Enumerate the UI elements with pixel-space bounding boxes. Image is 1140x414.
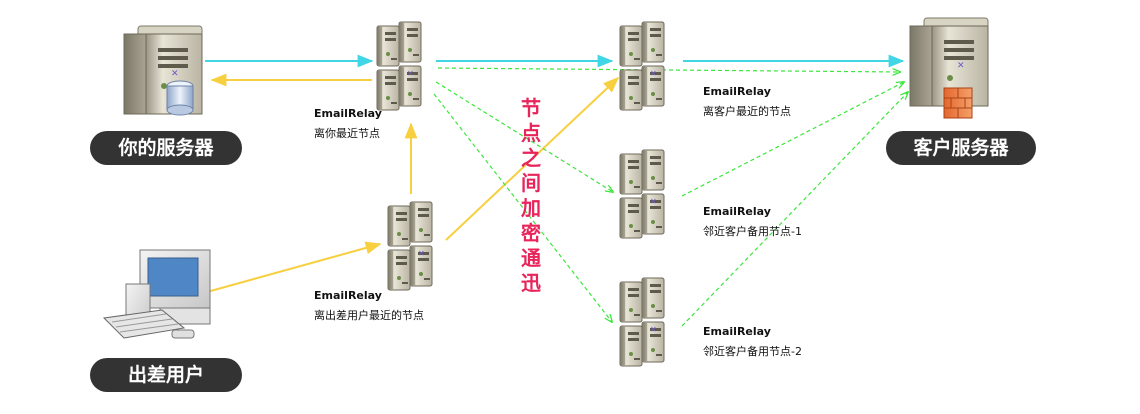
relay-near-you-icon [377,22,421,110]
relay-near-you-sub: 离你最近节点 [314,127,380,140]
annotation-char: 密 [521,221,541,245]
green-link-relay-to-customer [437,67,900,72]
annotation-char: 节 [521,96,541,120]
annotation-char: 之 [521,146,541,170]
relay-backup-2-icon [620,278,664,366]
annotation-char: 间 [521,171,541,195]
annotation-char: 点 [521,121,541,145]
relay-backup-2-label: EmailRelay 邻近客户备用节点-2 [703,322,802,362]
relay-near-customer-icon [620,22,664,110]
relay-near-customer-title: EmailRelay [703,85,771,98]
customer-server-label: 客户服务器 [886,131,1036,165]
encrypted-communication-annotation: 节 点 之 间 加 密 通 迅 [516,96,546,296]
yellow-link-user-to-relay [206,241,382,293]
annotation-char: 加 [521,196,541,220]
yellow-link-relay-to-customer-relay [445,76,620,241]
your-server-label: 你的服务器 [90,131,242,165]
relay-near-travel-label: EmailRelay 离出差用户最近的节点 [314,286,424,326]
relay-backup-2-title: EmailRelay [703,325,771,338]
your-server-icon [123,25,203,116]
green-link-to-backup2 [433,93,612,322]
relay-backup-1-sub: 邻近客户备用节点-1 [703,225,802,238]
workstation-icon [102,249,211,339]
relay-near-travel-title: EmailRelay [314,289,382,302]
travel-user-label: 出差用户 [90,358,242,392]
annotation-char: 迅 [521,271,541,295]
relay-near-you-label: EmailRelay 离你最近节点 [314,104,382,144]
relay-near-you-title: EmailRelay [314,107,382,120]
relay-backup-1-icon [620,150,664,238]
relay-backup-1-label: EmailRelay 邻近客户备用节点-1 [703,202,802,242]
green-link-backup2-to-customer [681,92,908,327]
relay-backup-2-sub: 邻近客户备用节点-2 [703,345,802,358]
customer-server-icon [909,17,989,119]
annotation-char: 通 [521,246,541,270]
relay-near-travel-icon [388,202,432,290]
relay-near-travel-sub: 离出差用户最近的节点 [314,309,424,322]
relay-near-customer-label: EmailRelay 离客户最近的节点 [703,82,791,122]
relay-backup-1-title: EmailRelay [703,205,771,218]
relay-near-customer-sub: 离客户最近的节点 [703,105,791,118]
